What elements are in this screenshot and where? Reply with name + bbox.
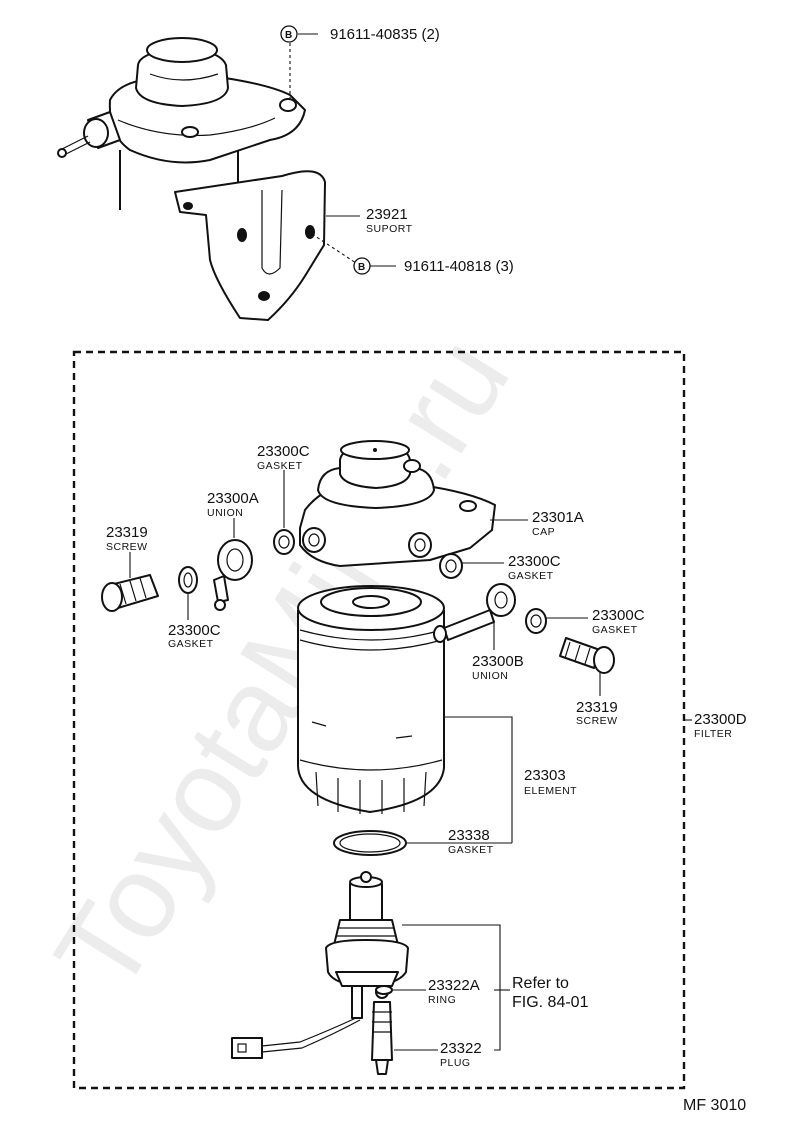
part-number-support: 23921 bbox=[366, 206, 408, 223]
callout-cap: 23301A CAP bbox=[490, 509, 584, 538]
filter-cap-shape bbox=[299, 440, 496, 567]
part-name-union-right: UNION bbox=[472, 670, 508, 682]
part-number-plug: 23322 bbox=[440, 1040, 482, 1057]
callout-gasket-mid: 23300C GASKET bbox=[462, 553, 561, 582]
part-name-plug: PLUG bbox=[440, 1057, 471, 1069]
left-fittings-shapes bbox=[101, 529, 295, 612]
part-number-gasket-bottom: 23338 bbox=[448, 827, 490, 844]
callout-union-right: 23300B UNION bbox=[472, 620, 524, 682]
part-name-union-left: UNION bbox=[207, 507, 243, 519]
part-number-gasket-left: 23300C bbox=[168, 622, 221, 639]
callout-filter: 23300D FILTER bbox=[684, 711, 747, 740]
part-number-bolt-support: 91611-40818 (3) bbox=[404, 258, 514, 275]
callout-screw-right: 23319 SCREW bbox=[576, 672, 618, 727]
part-number-union-left: 23300A bbox=[207, 490, 259, 507]
sensor-plug-shape bbox=[231, 871, 409, 1075]
part-name-filter: FILTER bbox=[694, 728, 732, 740]
callout-bolt-top: B 91611-40835 (2) bbox=[280, 25, 440, 100]
callout-ring: 23322A RING bbox=[375, 977, 480, 1006]
reference-bracket: Refer to FIG. 84-01 bbox=[402, 924, 589, 1051]
part-number-gasket-right: 23300C bbox=[592, 607, 645, 624]
reference-line-2: FIG. 84-01 bbox=[512, 994, 589, 1011]
part-name-ring: RING bbox=[428, 994, 456, 1006]
part-number-screw-right: 23319 bbox=[576, 699, 618, 716]
part-number-ring: 23322A bbox=[428, 977, 480, 994]
callout-support: 23921 SUPORT bbox=[326, 206, 413, 235]
bolt-marker-icon bbox=[280, 25, 298, 43]
part-name-gasket-mid: GASKET bbox=[508, 570, 554, 582]
part-number-gasket-mid: 23300C bbox=[508, 553, 561, 570]
part-number-filter: 23300D bbox=[694, 711, 747, 728]
part-name-gasket-top: GASKET bbox=[257, 460, 303, 472]
bolt-marker-label: B bbox=[285, 30, 292, 41]
part-name-gasket-bottom: GASKET bbox=[448, 844, 494, 856]
part-name-support: SUPORT bbox=[366, 223, 413, 235]
filter-assembly-frame bbox=[72, 350, 686, 1090]
part-name-gasket-right: GASKET bbox=[592, 624, 638, 636]
bolt-marker-label: B bbox=[358, 262, 365, 273]
part-name-screw-left: SCREW bbox=[106, 541, 148, 553]
part-number-cap: 23301A bbox=[532, 509, 584, 526]
callout-union-left: 23300A UNION bbox=[207, 490, 259, 538]
callout-gasket-top: 23300C GASKET bbox=[257, 443, 310, 528]
callout-gasket-right: 23300C GASKET bbox=[546, 607, 645, 636]
part-name-cap: CAP bbox=[532, 526, 555, 538]
part-number-bolt-top: 91611-40835 (2) bbox=[330, 26, 440, 43]
callout-plug: 23322 PLUG bbox=[394, 1040, 482, 1069]
callout-gasket-bottom: 23338 GASKET bbox=[407, 827, 512, 856]
reference-line-1: Refer to bbox=[512, 975, 569, 992]
filter-element-shape bbox=[297, 585, 445, 814]
watermark-text: ToyotaMine.ru bbox=[30, 315, 535, 1013]
part-name-gasket-left: GASKET bbox=[168, 638, 214, 650]
support-bracket-shape bbox=[174, 170, 326, 321]
bottom-gasket-shape bbox=[333, 830, 407, 856]
part-number-union-right: 23300B bbox=[472, 653, 524, 670]
part-number-gasket-top: 23300C bbox=[257, 443, 310, 460]
part-number-screw-left: 23319 bbox=[106, 524, 148, 541]
part-name-element: ELEMENT bbox=[524, 785, 577, 797]
callout-screw-left: 23319 SCREW bbox=[106, 524, 148, 578]
callout-element: 23303 ELEMENT bbox=[444, 716, 577, 843]
figure-code: MF 3010 bbox=[683, 1097, 746, 1114]
right-fittings-shapes bbox=[433, 553, 615, 674]
part-number-element: 23303 bbox=[524, 767, 566, 784]
callout-bolt-support: B 91611-40818 (3) bbox=[311, 233, 514, 275]
filter-head-assembly bbox=[57, 37, 306, 210]
callout-gasket-left: 23300C GASKET bbox=[168, 594, 221, 650]
part-name-screw-right: SCREW bbox=[576, 715, 618, 727]
